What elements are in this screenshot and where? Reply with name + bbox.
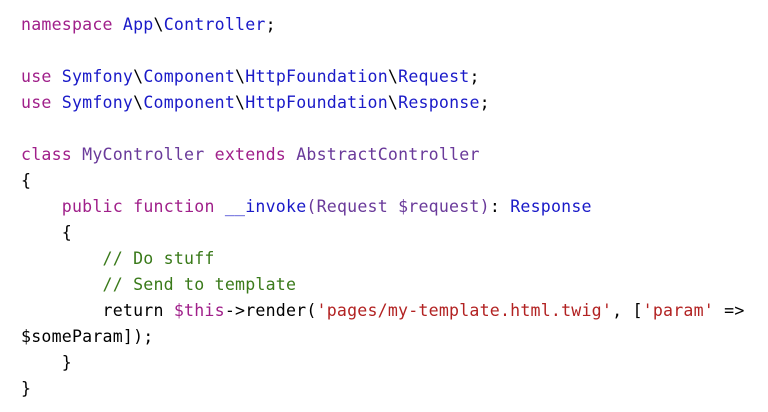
code-text: ; <box>265 15 276 34</box>
comment: // Send to template <box>102 275 297 294</box>
code-block: namespace App\Controller;use Symfony\Com… <box>21 12 745 402</box>
keyword: public <box>61 197 123 216</box>
namespace-name: Controller <box>163 15 266 34</box>
code-line: $someParam]); <box>21 324 745 350</box>
namespace-name: HttpFoundation <box>245 67 388 86</box>
code-text: : <box>489 197 511 216</box>
namespace-name: Request <box>398 67 470 86</box>
keyword: use <box>21 93 52 112</box>
code-text: \ <box>235 93 246 112</box>
code-line: } <box>21 350 745 376</box>
namespace-name: Symfony <box>61 93 134 112</box>
code-text: $someParam]); <box>21 327 154 346</box>
keyword: extends <box>214 145 286 164</box>
code-text <box>21 197 62 216</box>
code-line: use Symfony\Component\HttpFoundation\Req… <box>21 64 745 90</box>
namespace-name: Response <box>510 197 592 216</box>
code-line <box>21 38 745 64</box>
code-text: \ <box>235 67 246 86</box>
code-text: \ <box>133 93 144 112</box>
code-text <box>113 15 123 34</box>
code-text <box>215 197 225 216</box>
keyword: function <box>133 197 215 216</box>
code-text: \ <box>387 93 399 112</box>
code-text: } <box>21 379 32 398</box>
variable: $this <box>173 301 225 320</box>
code-text: => <box>713 301 745 320</box>
comment: // Do stuff <box>102 249 215 268</box>
code-text <box>123 197 133 216</box>
code-line: use Symfony\Component\HttpFoundation\Res… <box>21 90 745 116</box>
code-text: \ <box>133 67 144 86</box>
keyword: class <box>21 145 72 164</box>
code-text: \ <box>153 15 164 34</box>
class-name: AbstractController <box>296 145 480 164</box>
code-text <box>21 275 103 294</box>
code-line: { <box>21 220 745 246</box>
namespace-name: Symfony <box>61 67 134 86</box>
namespace-name: Component <box>143 67 236 86</box>
code-line: class MyController extends AbstractContr… <box>21 142 745 168</box>
string-literal: 'pages/my-template.html.twig' <box>316 301 613 320</box>
function-name: __invoke <box>224 197 307 216</box>
code-line: return $this->render('pages/my-template.… <box>21 298 745 324</box>
code-text: } <box>21 353 72 372</box>
code-text <box>52 93 62 112</box>
namespace-name: Component <box>143 93 236 112</box>
namespace-name: HttpFoundation <box>245 93 388 112</box>
code-text: ->render( <box>224 301 317 320</box>
code-line <box>21 116 745 142</box>
code-line: // Do stuff <box>21 246 745 272</box>
code-text <box>72 145 82 164</box>
code-text: return <box>21 301 174 320</box>
code-text: { <box>21 171 32 190</box>
class-name: (Request $request) <box>306 197 490 216</box>
keyword: use <box>21 67 52 86</box>
code-line: // Send to template <box>21 272 745 298</box>
code-text: { <box>21 223 72 242</box>
code-text <box>286 145 296 164</box>
string-literal: 'param' <box>642 301 714 320</box>
code-line: { <box>21 168 745 194</box>
code-text <box>21 249 103 268</box>
code-line: } <box>21 376 745 402</box>
code-line: public function __invoke(Request $reques… <box>21 194 745 220</box>
code-text <box>204 145 214 164</box>
namespace-name: Response <box>398 93 480 112</box>
code-text: ; <box>479 93 490 112</box>
code-text <box>52 67 62 86</box>
code-text: , [ <box>612 301 643 320</box>
class-name: MyController <box>82 145 205 164</box>
code-text: ; <box>469 67 480 86</box>
keyword: namespace <box>21 15 113 34</box>
namespace-name: App <box>122 15 154 34</box>
code-text: \ <box>387 67 399 86</box>
code-line: namespace App\Controller; <box>21 12 745 38</box>
